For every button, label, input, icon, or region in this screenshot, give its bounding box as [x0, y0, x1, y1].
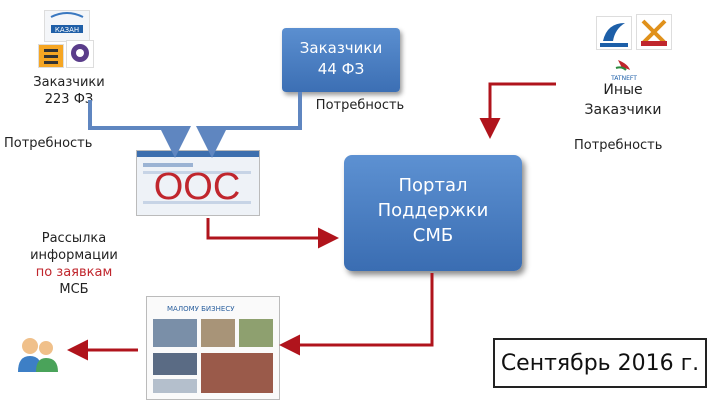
customers-44-line2: 44 ФЗ — [317, 60, 365, 78]
oos-label: ООС — [153, 166, 241, 208]
mailing-line2: информации — [30, 248, 118, 263]
customers-44-box: Заказчики 44 ФЗ — [282, 28, 400, 92]
kamaz-logo — [596, 16, 632, 50]
msp-site-title: МАЛОМУ БИЗНЕСУ — [167, 305, 235, 313]
date-box: Сентябрь 2016 г. — [493, 338, 707, 388]
portal-line1: Портал — [398, 175, 468, 196]
arrow-223-to-oos — [88, 100, 191, 158]
arrow-other-to-portal — [479, 82, 556, 139]
swirl-logo-icon — [71, 44, 89, 62]
oos-content-block — [143, 171, 251, 174]
msp-photo-block — [153, 379, 197, 393]
energy-logo — [38, 44, 64, 68]
customers-223-line2: 223 ФЗ — [44, 92, 94, 107]
customers-223-label: Заказчики 223 ФЗ — [14, 74, 124, 108]
portal-line3: СМБ — [412, 225, 454, 246]
need-left-label: Потребность — [4, 136, 93, 151]
portal-line2: Поддержки — [377, 200, 489, 221]
msp-website-screenshot: МАЛОМУ БИЗНЕСУ — [146, 296, 280, 400]
mailing-line1: Рассылка — [41, 231, 107, 246]
kvs-logo — [636, 14, 672, 50]
other-customers-label: Иные Заказчики — [568, 80, 678, 120]
customers-223-line1: Заказчики — [33, 75, 105, 90]
oos-content-block — [143, 201, 251, 204]
kazan-logo: КАЗАН — [44, 10, 90, 42]
kvs-logo-icon — [641, 19, 667, 46]
mailing-line4: МСБ — [59, 282, 89, 297]
need-right-label: Потребность — [574, 138, 663, 153]
need-center-label: Потребность — [315, 98, 405, 113]
oos-content-block — [143, 163, 193, 167]
svg-text:КАЗАН: КАЗАН — [55, 26, 79, 34]
msp-photo-block — [201, 319, 235, 347]
portal-box: Портал Поддержки СМБ — [344, 155, 522, 271]
msp-photo-block — [239, 319, 273, 347]
kamaz-logo-icon — [600, 23, 628, 47]
msp-photo-block — [153, 319, 197, 347]
msp-photo-block — [201, 353, 273, 393]
users-icon-graphic — [18, 338, 58, 372]
company-logo-2 — [66, 40, 94, 68]
svg-text:TATNEFT: TATNEFT — [610, 75, 637, 82]
other-customers-line1: Иные — [603, 82, 643, 98]
users-icon — [14, 334, 62, 374]
mailing-label: Рассылка информации по заявкам МСБ — [14, 230, 134, 298]
customers-44-line1: Заказчики — [299, 39, 383, 57]
other-customers-line2: Заказчики — [584, 102, 662, 118]
arrow-44-to-oos — [196, 92, 302, 158]
msp-photo-block — [153, 353, 197, 375]
tatneft-logo: TATNEFT — [604, 56, 644, 82]
tatneft-logo-icon: TATNEFT — [610, 60, 637, 82]
kazan-logo-graphic: КАЗАН — [50, 12, 84, 34]
arrow-oos-to-portal — [206, 218, 339, 249]
mailing-line3: по заявкам — [35, 265, 113, 280]
arrow-portal-to-site — [279, 273, 434, 356]
energy-logo-icon — [44, 49, 58, 64]
